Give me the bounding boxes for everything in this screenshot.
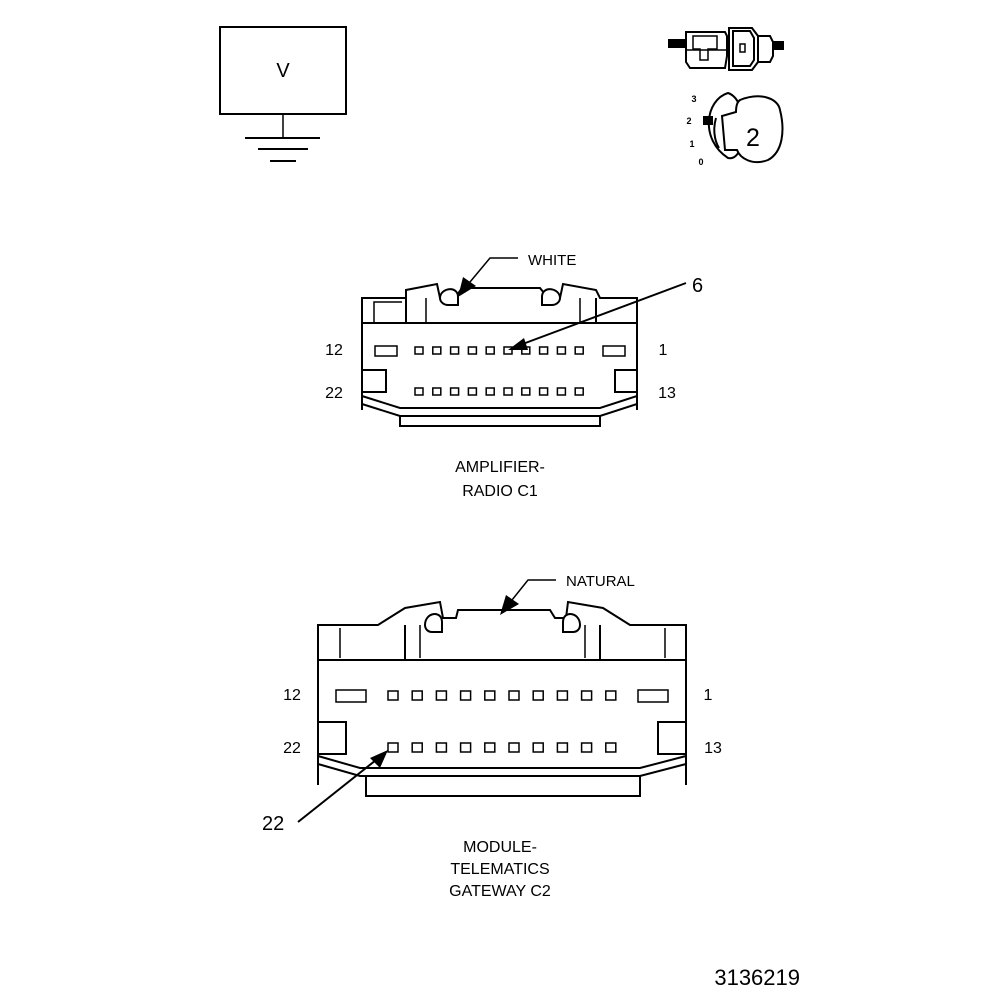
- connector-c1-terminal-cavity: [538, 387, 549, 396]
- connector-c1-terminal-cavity: [521, 387, 531, 396]
- connector-c2-terminal-cavity: [459, 742, 472, 753]
- figure-number: 3136219: [714, 965, 800, 990]
- connector-c2-name-line3: GATEWAY C2: [449, 883, 551, 900]
- ground-icon: [245, 137, 320, 162]
- connector-c2-pin-label-13: 13: [704, 740, 722, 757]
- connector-c1-terminal-cavity: [449, 387, 460, 396]
- connector-c2-terminal-cavity: [387, 742, 399, 753]
- connector-c2-terminal-cavity: [556, 742, 569, 753]
- connector-c2-terminal-cavity: [459, 690, 472, 701]
- connector-c1-terminal-cavity: [414, 387, 424, 396]
- connector-telematics-gateway-c2: NATURAL 22 12 1 22 13 MODULE- TELEMATICS…: [262, 573, 722, 900]
- connector-c2-terminal-cavity: [605, 742, 617, 753]
- connector-c2-terminal-cavity: [411, 742, 423, 753]
- ignition-position-2: 2: [686, 116, 691, 126]
- test-lead-connector-icon: [668, 27, 784, 71]
- connector-c1-terminal-cavity: [556, 387, 567, 396]
- connector-c1-terminal-cavity: [432, 346, 442, 355]
- connector-c1-terminal-cavity: [574, 346, 584, 355]
- ignition-position-1: 1: [689, 139, 694, 149]
- connector-c1-terminal-cavity: [574, 387, 584, 396]
- connector-c2-terminal-cavity: [387, 690, 399, 701]
- voltmeter-label: V: [276, 60, 290, 82]
- connector-c1-pin-grid: [414, 346, 584, 396]
- connector-c1-terminal-cavity: [538, 346, 549, 355]
- connector-c2-terminal-cavity: [508, 742, 520, 753]
- connector-c2-terminal-cavity: [532, 742, 544, 753]
- ignition-selected-position: 2: [746, 124, 760, 152]
- connector-c1-terminal-cavity: [467, 346, 478, 355]
- connector-c1-terminal-cavity: [485, 387, 495, 396]
- connector-c1-terminal-cavity: [467, 387, 478, 396]
- connector-c1-pin-label-13: 13: [658, 385, 676, 402]
- connector-c2-pin-label-1: 1: [704, 687, 713, 704]
- connector-c1-name-line2: RADIO C1: [462, 483, 538, 500]
- connector-c1-terminal-cavity: [556, 346, 567, 355]
- ignition-position-3: 3: [691, 94, 696, 104]
- connector-c2-terminal-cavity: [508, 690, 520, 701]
- connector-c1-terminal-cavity: [503, 346, 513, 355]
- connector-c2-callout-pin: 22: [262, 813, 284, 835]
- connector-c2-terminal-cavity: [580, 690, 593, 701]
- connector-c1-terminal-cavity: [432, 387, 442, 396]
- connector-c2-name-line2: TELEMATICS: [450, 861, 549, 878]
- connector-c1-terminal-cavity: [485, 346, 495, 355]
- voltmeter-symbol: V: [219, 26, 347, 162]
- ignition-position-0: 0: [698, 157, 703, 167]
- connector-c1-pin-label-1: 1: [659, 342, 668, 359]
- connector-c1-color-label: WHITE: [528, 252, 576, 269]
- connector-c2-terminal-cavity: [484, 742, 496, 753]
- connector-c2-terminal-cavity: [484, 690, 496, 701]
- connector-c2-terminal-cavity: [556, 690, 569, 701]
- connector-c1-pin-label-12: 12: [325, 342, 343, 359]
- connector-c2-terminal-cavity: [435, 742, 448, 753]
- connector-c1-terminal-cavity: [503, 387, 513, 396]
- connector-amplifier-radio-c1: WHITE 6 12 1 22 13 AMPLIFIER- RADIO C1: [325, 252, 703, 500]
- connector-c1-terminal-cavity: [449, 346, 460, 355]
- connector-c2-pin-label-12: 12: [283, 687, 301, 704]
- connector-c2-terminal-cavity: [411, 690, 423, 701]
- connector-c2-pin-grid: [387, 690, 617, 753]
- connector-c2-name-line1: MODULE-: [463, 839, 537, 856]
- connector-c2-terminal-cavity: [580, 742, 593, 753]
- ignition-key-icon: 3 2 1 0 2: [686, 91, 784, 167]
- connector-c2-color-label: NATURAL: [566, 573, 635, 590]
- connector-c1-callout-pin: 6: [692, 275, 703, 297]
- connector-c2-terminal-cavity: [532, 690, 544, 701]
- connector-c1-pin-label-22: 22: [325, 385, 343, 402]
- connector-c2-pin-label-22: 22: [283, 740, 301, 757]
- connector-c2-terminal-cavity: [435, 690, 448, 701]
- connector-c1-name-line1: AMPLIFIER-: [455, 459, 545, 476]
- connector-c1-terminal-cavity: [414, 346, 424, 355]
- connector-c2-terminal-cavity: [605, 690, 617, 701]
